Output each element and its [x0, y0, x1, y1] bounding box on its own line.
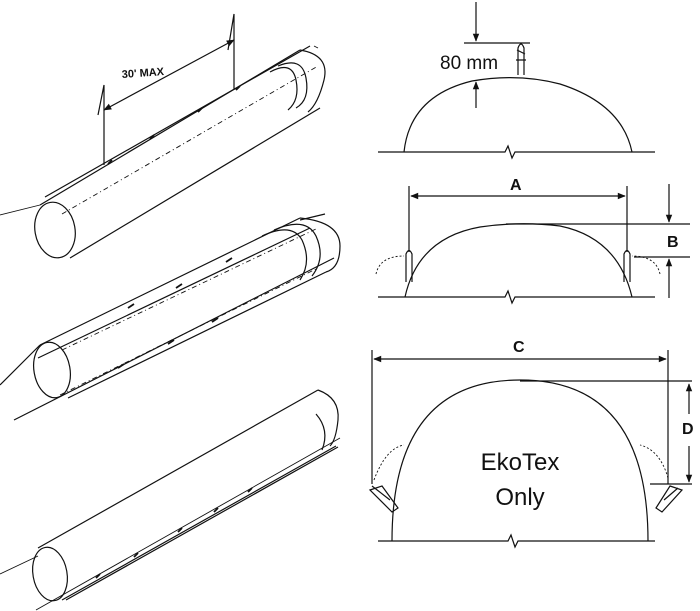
- pipe-3-rail: [61, 445, 337, 601]
- detail-3-baseline: [378, 533, 655, 549]
- detail-2-baseline: [378, 289, 655, 305]
- pipe-1-hanger-left: [97, 84, 105, 165]
- dim-c-label: C: [513, 339, 525, 356]
- pipe-2-cable-right: [299, 213, 326, 221]
- pipe-view-2: [0, 213, 341, 421]
- pipe-2-end-cap: [33, 341, 71, 399]
- pipe-2-bottom-edge: [67, 271, 327, 399]
- pipe-3-clips: [95, 487, 253, 579]
- pipe-2-far-end: [299, 217, 341, 273]
- dim-d-label: D: [682, 421, 694, 438]
- clearance-label: 80 mm: [440, 53, 498, 74]
- pipe-1-centerline: [61, 65, 319, 215]
- pipe-3-bottom-edge: [65, 446, 339, 601]
- pipe-2-clips: [127, 257, 233, 309]
- detail-3-clip-left: [368, 485, 399, 513]
- pipe-2-collar-b: [273, 223, 321, 277]
- dim-b-label: B: [667, 234, 679, 251]
- detail-clearance: 80 mm: [378, 2, 655, 160]
- detail-3-arc: [391, 379, 649, 542]
- pipe-1-spacing-line: [103, 39, 235, 111]
- detail-1-baseline: [378, 144, 655, 160]
- pipe-2-top-edge: [39, 217, 301, 346]
- pipe-view-3: [0, 389, 341, 611]
- pipe-3-top-edge: [37, 389, 319, 549]
- pipe-2-collar-a: [261, 229, 308, 281]
- spacing-label: 30' MAX: [121, 66, 165, 81]
- note-line-1: EkoTex: [481, 449, 560, 476]
- pipe-1-bottom-edge: [69, 107, 321, 259]
- pipe-3-end-cap: [32, 546, 68, 602]
- detail-3-clip-right: [655, 485, 684, 513]
- pipe-2-centerline: [61, 227, 319, 351]
- note-line-2: Only: [495, 484, 544, 511]
- pipe-1-far-end: [299, 49, 326, 113]
- detail-1-clip: [516, 43, 526, 75]
- pipe-1-end-cap: [34, 201, 76, 259]
- pipe-1-hanger-right: [227, 13, 235, 90]
- pipe-3-wire: [0, 437, 341, 611]
- detail-1-arc: [403, 77, 633, 153]
- pipe-view-1: 30' MAX: [0, 13, 326, 259]
- pipe-1-collar-a: [269, 66, 298, 111]
- pipe-3-collar: [315, 413, 326, 451]
- dim-a-label: A: [510, 177, 522, 194]
- detail-cd: C D EkoTex Only: [368, 339, 694, 549]
- pipe-1-clip: [107, 85, 241, 165]
- detail-2-swing-right: [631, 255, 661, 275]
- pipe-1-wire: [0, 45, 319, 216]
- pipe-1-collar-b: [277, 62, 308, 109]
- pipe-2-clips-lower: [117, 317, 219, 369]
- pipe-1-guide-line: [44, 45, 311, 198]
- pipe-3-far-end: [317, 389, 339, 447]
- detail-3-swing-left: [373, 444, 405, 481]
- detail-ab: A B: [375, 177, 690, 305]
- pipe-2-lower-wire: [13, 257, 335, 421]
- detail-2-arc: [404, 223, 633, 298]
- pipe-2-top-wire: [0, 227, 311, 386]
- detail-2-swing-left: [375, 255, 405, 275]
- detail-3-swing-right: [639, 444, 669, 479]
